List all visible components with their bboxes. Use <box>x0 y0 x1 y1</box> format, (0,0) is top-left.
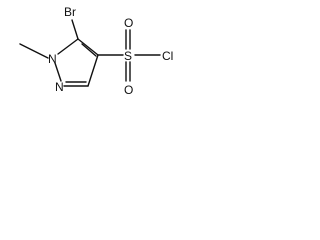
bond-c4-c3 <box>87 54 99 87</box>
atom-oxygen-top: O <box>124 16 133 30</box>
atom-nitrogen-2: N <box>55 80 64 94</box>
bond-n2-n1 <box>54 62 62 82</box>
bond-c5-br <box>71 19 79 40</box>
atom-chlorine: Cl <box>162 49 173 63</box>
atom-bromine: Br <box>64 5 76 19</box>
bond-c5-c4-inner <box>81 43 97 57</box>
atom-nitrogen-1: N <box>48 52 57 66</box>
atom-oxygen-bottom: O <box>124 83 133 97</box>
bond-n1-methyl <box>19 43 49 59</box>
chemical-structure-diagram: Br N N S O O Cl <box>19 5 173 97</box>
bond-c5-c4 <box>77 38 99 56</box>
pyrazole-ring <box>54 38 99 87</box>
bond-n1-c5 <box>57 38 79 55</box>
atom-sulfur: S <box>124 49 132 63</box>
